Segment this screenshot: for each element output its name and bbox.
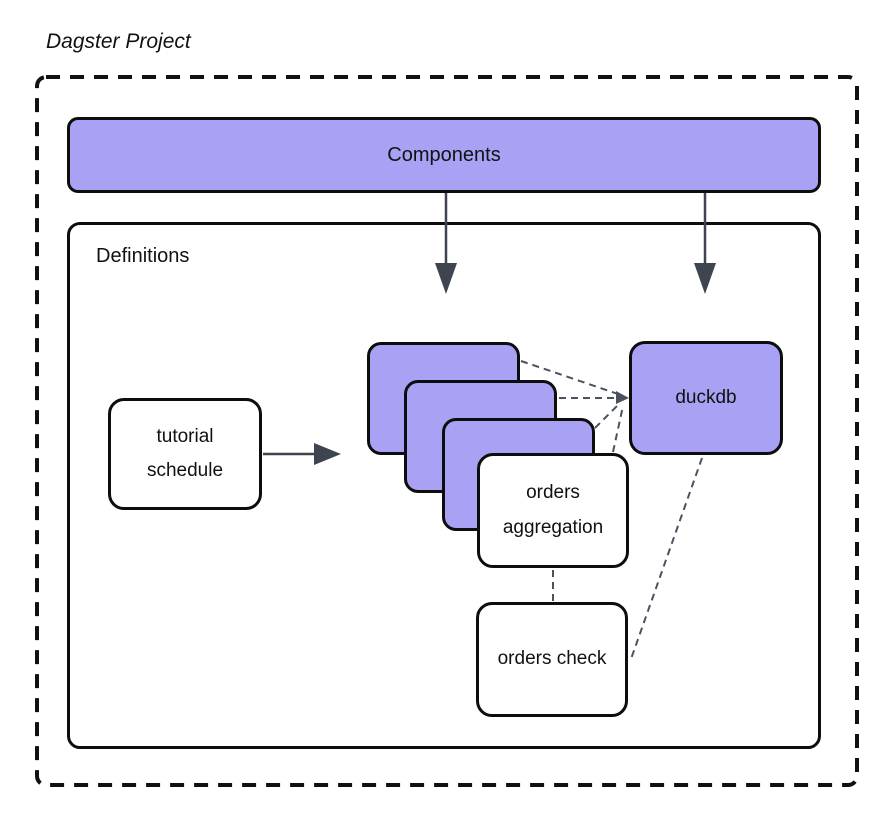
orders-check-node: orders check [476,602,628,717]
orders-aggregation-node: orders aggregation [477,453,629,568]
diagram-title: Dagster Project [46,30,191,53]
components-label: Components [387,143,501,166]
definitions-label: Definitions [96,245,190,267]
orders-check-text: orders check [497,648,607,670]
tutorial-schedule-node: tutorial schedule [108,398,262,510]
orders-aggregation-text: orders aggregation [502,482,604,538]
components-box: Components [67,117,821,193]
duckdb-text: duckdb [675,386,737,408]
tutorial-schedule-text: tutorial schedule [146,425,224,481]
duckdb-resource-node: duckdb [629,341,783,455]
